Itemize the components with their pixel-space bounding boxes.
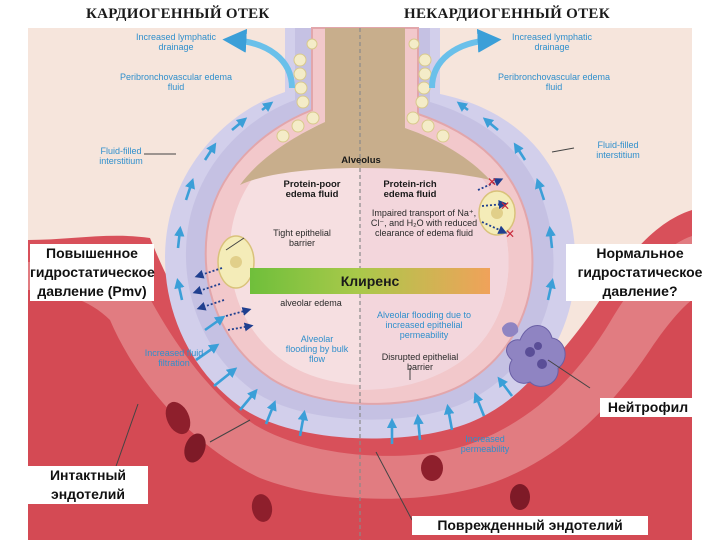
lymph-label-left: Increased lymphatic drainage [120, 32, 232, 52]
peri-label-left: Peribronchovascular edema fluid [116, 72, 236, 92]
peri-label-right: Peribronchovascular edema fluid [494, 72, 614, 92]
normal-pressure-callout: Нормальное гидростатическое давление? [566, 244, 714, 301]
damaged-endothelium-callout: Поврежденный эндотелий [412, 516, 648, 535]
disrupted-barrier-label: Disrupted epithelial barrier [372, 352, 468, 372]
protein-poor-label: Protein-poor edema fluid [276, 180, 348, 200]
clearance-label: Клиренс [341, 273, 400, 289]
filtration-label: Increased fluid filtration [136, 348, 212, 368]
intact-endothelium-callout: Интактный эндотелий [28, 466, 148, 504]
interstitium-label-left: Fluid-filled interstitium [86, 146, 156, 166]
impaired-transport-label: Impaired transport of Na⁺, Cl⁻, and H₂O … [368, 208, 480, 238]
bulk-flow-label: Alveolar flooding by bulk flow [284, 334, 350, 364]
svg-text:✕: ✕ [500, 199, 510, 213]
svg-text:✕: ✕ [505, 227, 515, 241]
clearance-band: Клиренс [250, 268, 490, 294]
alveolar-edema-label: alveolar edema [276, 298, 346, 308]
high-pressure-callout: Повышенное гидростатическое давление (Pm… [30, 244, 154, 301]
header-noncardiogenic: НЕКАРДИОГЕННЫЙ ОТЕК [404, 6, 610, 23]
svg-text:✕: ✕ [487, 175, 497, 189]
permeability-flooding-label: Alveolar flooding due to increased epith… [365, 310, 483, 340]
alveolus-label: Alveolus [336, 156, 386, 166]
header-cardiogenic: КАРДИОГЕННЫЙ ОТЕК [86, 6, 270, 23]
tight-barrier-label: Tight epithelial barrier [264, 228, 340, 248]
protein-rich-label: Protein-rich edema fluid [380, 180, 440, 200]
lymph-label-right: Increased lymphatic drainage [496, 32, 608, 52]
interstitium-label-right: Fluid-filled interstitium [578, 140, 658, 160]
neutrophil-callout: Нейтрофил [600, 398, 696, 417]
increased-permeability-label: Increased permeability [448, 434, 522, 454]
